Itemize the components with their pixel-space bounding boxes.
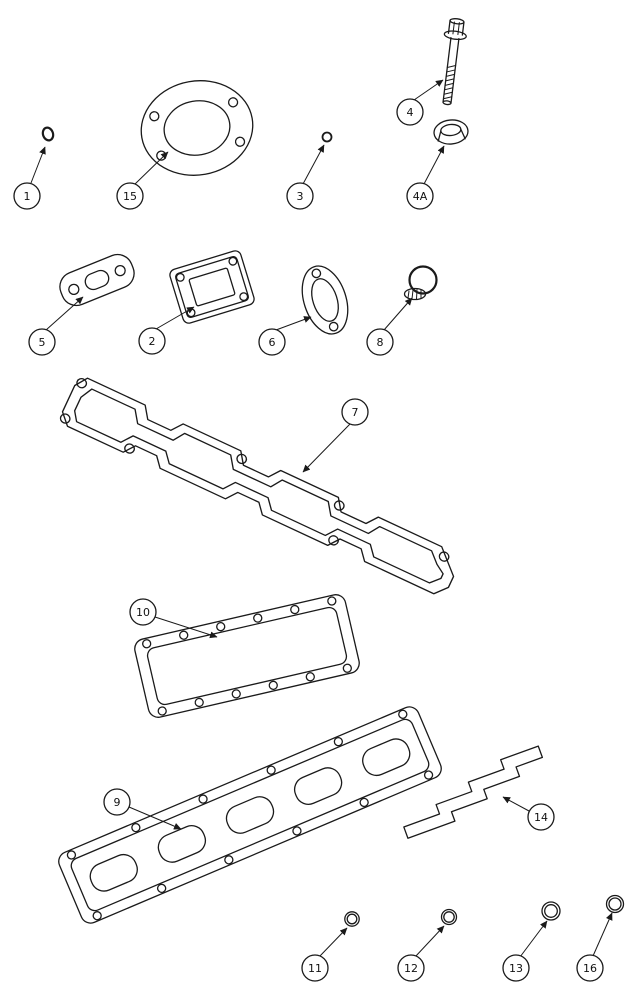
callout-circle-11 [301, 954, 329, 982]
callout-label-15: 15 [123, 190, 137, 203]
callout-label-6: 6 [269, 336, 276, 349]
callout-2: 2 [138, 306, 195, 355]
leader-line-8 [383, 297, 413, 331]
callout-circle-6 [258, 328, 286, 356]
callout-label-11: 11 [308, 962, 322, 975]
callout-circle-4 [396, 98, 424, 126]
part-o-ring-11-drawing [344, 911, 360, 927]
plug-threads [407, 289, 422, 300]
leader-line-5 [45, 296, 84, 331]
callout-4a: 4A [406, 145, 445, 210]
leader-line-9 [128, 806, 182, 830]
leader-line-7 [302, 423, 351, 473]
part-manifold-gasket-9-drawing [58, 706, 442, 924]
leader-line-14 [502, 796, 530, 812]
callout-8: 8 [366, 297, 413, 356]
callout-11: 11 [301, 927, 348, 982]
part-cup-plug-4a-drawing [433, 119, 469, 145]
part-o-ring-13-drawing [541, 901, 561, 921]
leader-line-15 [133, 151, 169, 186]
callout-9: 9 [103, 788, 182, 830]
callout-label-7: 7 [352, 406, 359, 419]
callout-circle-3 [286, 182, 314, 210]
leader-line-10 [154, 616, 218, 639]
callout-label-10: 10 [136, 606, 150, 619]
part-square-gasket-2-drawing [169, 250, 255, 324]
callout-7: 7 [302, 398, 369, 473]
callout-5: 5 [28, 296, 84, 356]
callout-16: 16 [576, 912, 613, 982]
leader-line-2 [155, 306, 195, 330]
callout-10: 10 [129, 598, 218, 639]
part-oval-flange-gasket-5-drawing [59, 253, 135, 307]
part-o-ring-1-drawing [41, 126, 55, 142]
leader-line-4 [413, 79, 444, 101]
callout-circle-14 [527, 803, 555, 831]
callout-label-9: 9 [114, 796, 121, 809]
callout-circle-15 [116, 182, 144, 210]
part-oval-gasket-6-drawing [301, 265, 349, 335]
callout-label-5: 5 [39, 336, 46, 349]
callout-circle-10 [129, 598, 157, 626]
callout-circle-5 [28, 328, 56, 356]
part-stepped-gasket-14-drawing [403, 745, 544, 839]
callout-1: 1 [13, 146, 46, 210]
callout-label-12: 12 [404, 962, 418, 975]
part-circular-gasket-15-drawing [140, 80, 254, 176]
part-plug-8-drawing [403, 265, 438, 301]
leader-line-16 [592, 912, 613, 957]
callout-circle-12 [397, 954, 425, 982]
callout-label-4a: 4A [413, 190, 428, 203]
callout-13: 13 [502, 920, 548, 982]
bolt-holes [149, 97, 246, 161]
callout-circle-4a [406, 182, 434, 210]
leader-line-1 [30, 146, 46, 184]
callout-6: 6 [258, 316, 312, 356]
leader-line-12 [414, 925, 445, 958]
callout-label-2: 2 [149, 335, 156, 348]
part-o-ring-16-drawing [605, 894, 625, 914]
leader-line-6 [275, 316, 312, 331]
leader-line-4a [423, 145, 445, 185]
callout-label-8: 8 [377, 336, 384, 349]
leader-line-3 [302, 144, 325, 185]
ports [89, 738, 411, 892]
bolt-holes [142, 596, 352, 716]
part-valve-cover-gasket-7-drawing [59, 377, 455, 595]
callout-4: 4 [396, 79, 444, 126]
leader-line-11 [318, 927, 348, 958]
callout-circle-1 [13, 182, 41, 210]
callout-label-3: 3 [297, 190, 304, 203]
callout-label-13: 13 [509, 962, 523, 975]
callout-14: 14 [502, 796, 555, 831]
part-o-ring-3-drawing [321, 131, 333, 143]
callout-circle-16 [576, 954, 604, 982]
part-o-ring-12-drawing [440, 908, 458, 926]
callout-circle-13 [502, 954, 530, 982]
part-bolt-4-drawing [442, 18, 467, 106]
callout-label-1: 1 [24, 190, 31, 203]
callout-label-14: 14 [534, 811, 548, 824]
gasket-grommets [59, 378, 450, 562]
callout-circle-8 [366, 328, 394, 356]
callout-label-4: 4 [407, 106, 414, 119]
part-rect-gasket-10-drawing [134, 594, 360, 718]
callout-circle-2 [138, 327, 166, 355]
callout-3: 3 [286, 144, 325, 210]
callout-circle-9 [103, 788, 131, 816]
bolt-threads [442, 64, 457, 100]
callout-circle-7 [341, 398, 369, 426]
callout-12: 12 [397, 925, 445, 982]
callout-15: 15 [116, 151, 169, 210]
leader-line-13 [519, 920, 548, 958]
bolt-holes [175, 256, 249, 318]
bolt-holes [66, 709, 434, 921]
callout-label-16: 16 [583, 962, 597, 975]
